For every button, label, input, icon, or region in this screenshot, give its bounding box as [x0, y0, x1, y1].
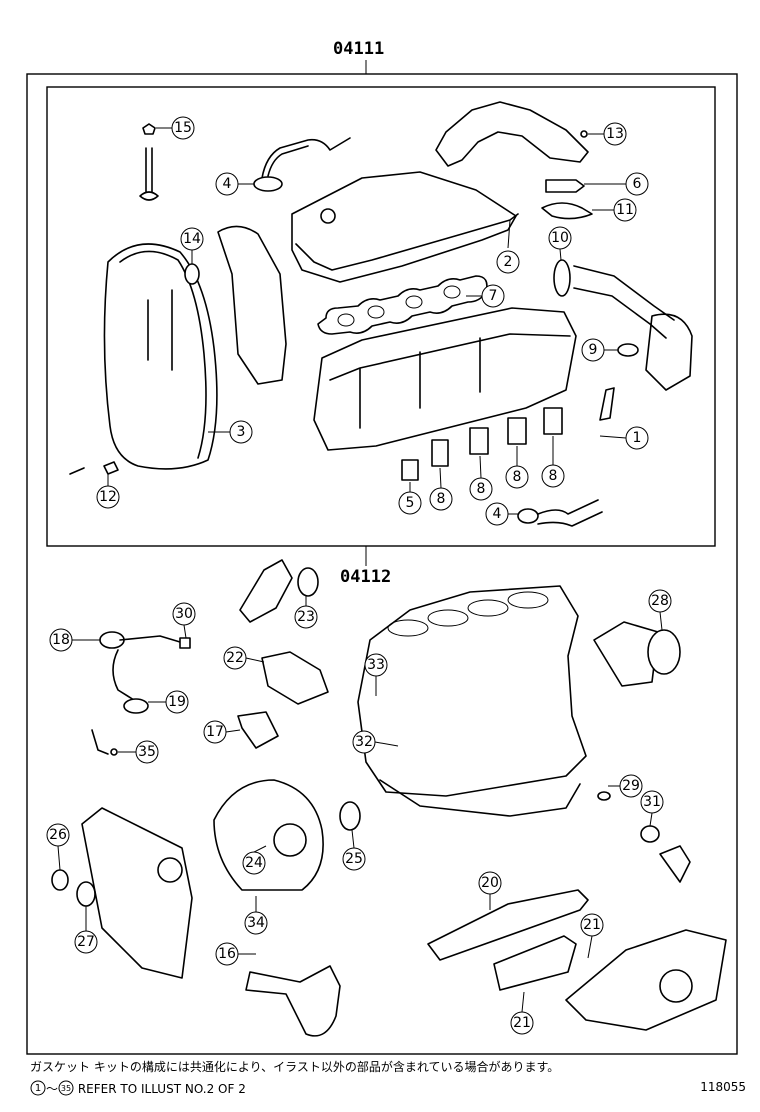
circled-35-icon: 35 — [58, 1080, 74, 1096]
reference-text: REFER TO ILLUST NO.2 OF 2 — [77, 1082, 246, 1096]
svg-text:6: 6 — [633, 176, 642, 192]
svg-text:9: 9 — [589, 342, 598, 358]
callout-21a: 21 — [580, 913, 604, 959]
callout-30: 30 — [172, 602, 196, 639]
svg-text:30: 30 — [175, 606, 193, 622]
svg-text:11: 11 — [616, 202, 634, 218]
svg-text:29: 29 — [622, 778, 640, 794]
kit-code-04111: 04111 — [333, 39, 384, 59]
callout-18: 18 — [49, 628, 100, 652]
svg-text:10: 10 — [551, 230, 569, 246]
gasket-kit-note-japanese: ガスケット キットの構成には共通化により、イラスト以外の部品が含まれている場合が… — [30, 1060, 560, 1074]
svg-text:4: 4 — [493, 506, 502, 522]
callout-21b: 21 — [510, 991, 534, 1035]
circled-1-icon: 1 — [30, 1080, 46, 1096]
callout-1: 1 — [599, 426, 649, 450]
callout-15: 15 — [156, 116, 195, 140]
range-separator: ～ — [46, 1082, 59, 1096]
svg-text:1: 1 — [35, 1083, 41, 1094]
svg-text:21: 21 — [513, 1015, 531, 1031]
svg-text:19: 19 — [168, 694, 186, 710]
svg-text:35: 35 — [138, 744, 156, 760]
svg-text:8: 8 — [477, 481, 486, 497]
svg-text:27: 27 — [77, 934, 95, 950]
kit-04112-frame — [26, 73, 738, 1055]
svg-text:35: 35 — [61, 1084, 71, 1093]
callout-19: 19 — [148, 690, 189, 714]
callout-25: 25 — [342, 829, 366, 871]
svg-text:8: 8 — [513, 469, 522, 485]
kit-04111-frame — [46, 86, 716, 547]
callout-26: 26 — [46, 823, 70, 871]
callout-4b: 4 — [485, 502, 518, 526]
callout-23: 23 — [294, 596, 318, 629]
callout-32: 32 — [352, 730, 399, 754]
svg-text:1: 1 — [633, 430, 642, 446]
svg-text:5: 5 — [406, 495, 415, 511]
svg-text:18: 18 — [52, 632, 70, 648]
kit-code-04112: 04112 — [340, 567, 391, 587]
callout-34: 34 — [244, 896, 268, 935]
callout-8b: 8 — [469, 455, 493, 501]
callout-7: 7 — [466, 284, 505, 308]
svg-text:8: 8 — [549, 468, 558, 484]
svg-text:24: 24 — [245, 855, 263, 871]
callout-35: 35 — [118, 740, 159, 764]
callout-22: 22 — [223, 646, 265, 670]
svg-text:20: 20 — [481, 875, 499, 891]
part-drawings-upper — [69, 101, 693, 527]
part-drawings-lower — [51, 559, 727, 1037]
callout-4a: 4 — [215, 172, 254, 196]
svg-text:14: 14 — [183, 231, 201, 247]
callout-13: 13 — [588, 122, 627, 146]
callout-14: 14 — [180, 227, 204, 264]
svg-text:8: 8 — [437, 491, 446, 507]
svg-text:17: 17 — [206, 724, 224, 740]
svg-text:23: 23 — [297, 609, 315, 625]
callout-31: 31 — [640, 790, 664, 827]
callout-33: 33 — [364, 653, 388, 696]
callout-6: 6 — [584, 172, 649, 196]
svg-text:22: 22 — [226, 650, 244, 666]
svg-text:31: 31 — [643, 794, 661, 810]
svg-text:2: 2 — [504, 254, 513, 270]
callout-29: 29 — [608, 774, 643, 798]
svg-text:4: 4 — [223, 176, 232, 192]
callout-17: 17 — [203, 720, 241, 744]
callout-28: 28 — [648, 589, 672, 631]
callout-9: 9 — [581, 338, 618, 362]
callout-5: 5 — [398, 482, 422, 515]
svg-text:13: 13 — [606, 126, 624, 142]
callout-8d: 8 — [541, 436, 565, 488]
callout-2: 2 — [496, 219, 520, 274]
callout-16: 16 — [215, 942, 256, 966]
callout-20: 20 — [478, 871, 502, 910]
svg-text:28: 28 — [651, 593, 669, 609]
svg-text:15: 15 — [174, 120, 192, 136]
callout-3: 3 — [208, 420, 253, 444]
svg-text:3: 3 — [237, 424, 246, 440]
callout-8a: 8 — [429, 467, 453, 511]
callout-27: 27 — [74, 906, 98, 954]
svg-text:12: 12 — [99, 489, 117, 505]
svg-text:33: 33 — [367, 657, 385, 673]
svg-text:26: 26 — [49, 827, 67, 843]
svg-text:34: 34 — [247, 915, 265, 931]
svg-text:21: 21 — [583, 917, 601, 933]
callout-12: 12 — [96, 474, 120, 509]
svg-text:32: 32 — [355, 734, 373, 750]
callout-24: 24 — [242, 845, 267, 875]
callout-10: 10 — [548, 226, 572, 261]
svg-text:7: 7 — [489, 288, 498, 304]
callout-8c: 8 — [505, 446, 529, 489]
svg-text:25: 25 — [345, 851, 363, 867]
illustration-reference-note: 1 ～ 35 REFER TO ILLUST NO.2 OF 2 — [30, 1080, 246, 1097]
callout-11: 11 — [592, 198, 637, 222]
svg-text:16: 16 — [218, 946, 236, 962]
figure-number: 118055 — [700, 1080, 746, 1094]
